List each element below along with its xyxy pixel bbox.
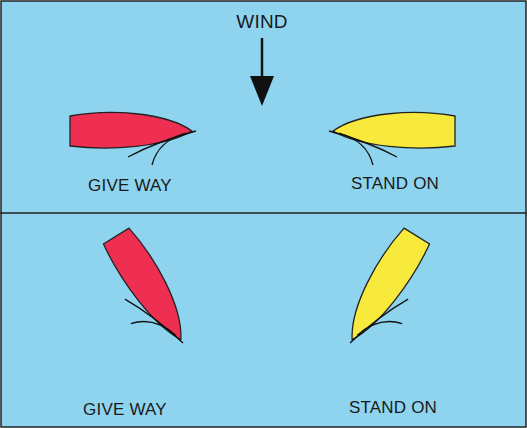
panel-divider [0, 212, 527, 214]
wind-arrow [250, 38, 274, 106]
wind-label: WIND [236, 11, 287, 33]
yellow-boat [329, 113, 455, 165]
yellow-boat [334, 226, 445, 361]
boat-label: GIVE WAY [83, 400, 167, 420]
boat-label: STAND ON [351, 174, 439, 194]
red-boat [70, 113, 196, 165]
red-boat [87, 226, 198, 361]
boat-label: GIVE WAY [88, 176, 172, 196]
boat-label: STAND ON [349, 398, 437, 418]
